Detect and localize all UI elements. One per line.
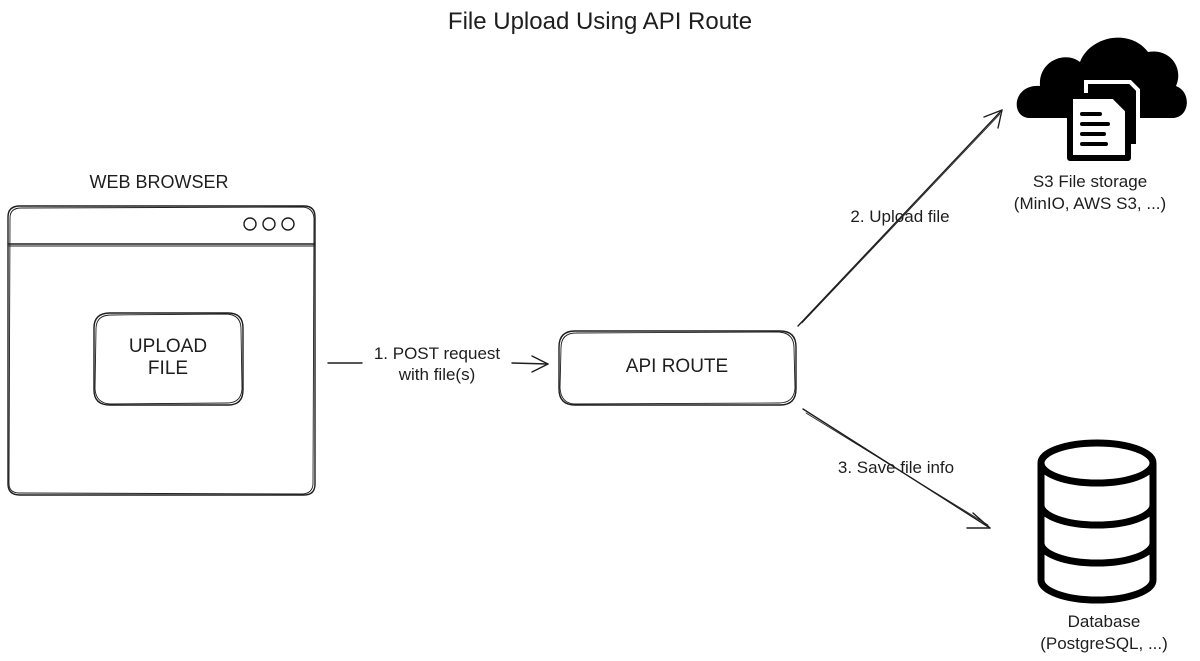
upload-file-button-shape	[93, 312, 244, 406]
database-caption-line-1: Database	[1067, 612, 1141, 631]
diagram-title: File Upload Using API Route	[447, 8, 753, 35]
edge-label-post-request-line-1: 1. POST request	[373, 344, 501, 363]
window-dots-icon	[243, 217, 295, 231]
s3-storage-caption: S3 File storage (MinIO, AWS S3, ...)	[1014, 171, 1166, 215]
database-cylinder-icon	[1037, 439, 1157, 604]
arrow-save-file-info	[802, 408, 991, 529]
upload-file-button-line-2: FILE	[147, 358, 189, 379]
edge-label-post-request: 1. POST request with file(s)	[374, 343, 500, 385]
s3-storage-caption-line-1: S3 File storage	[1032, 172, 1148, 191]
edge-label-save-file-info: 3. Save file info	[837, 458, 955, 477]
arrow-upload-file	[797, 109, 1003, 327]
database-caption: Database (PostgreSQL, ...)	[1040, 611, 1168, 655]
upload-file-button: UPLOAD FILE	[129, 336, 207, 380]
api-route-box	[558, 330, 797, 406]
edge-label-post-request-line-2: with file(s)	[398, 365, 476, 384]
database-caption-line-2: (PostgreSQL, ...)	[1040, 634, 1168, 653]
arrow-post-request	[327, 355, 549, 373]
browser-window	[7, 205, 316, 496]
s3-storage-caption-line-2: (MinIO, AWS S3, ...)	[1013, 194, 1167, 213]
edge-label-upload-file: 2. Upload file	[850, 207, 950, 226]
web-browser-caption: WEB BROWSER	[89, 172, 229, 192]
api-route-label: API ROUTE	[625, 356, 729, 377]
upload-file-button-line-1: UPLOAD	[128, 336, 208, 357]
cloud-files-icon	[1016, 37, 1187, 161]
